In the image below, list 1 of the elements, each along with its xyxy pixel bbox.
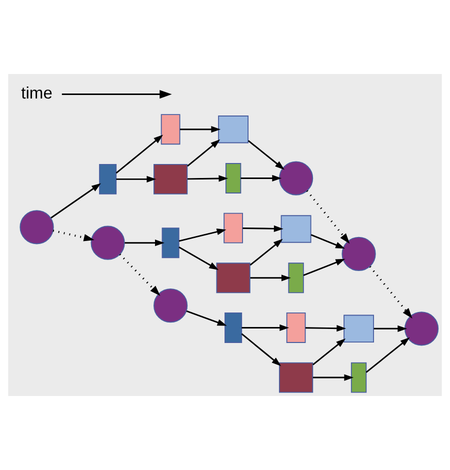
label: time: [21, 83, 52, 102]
